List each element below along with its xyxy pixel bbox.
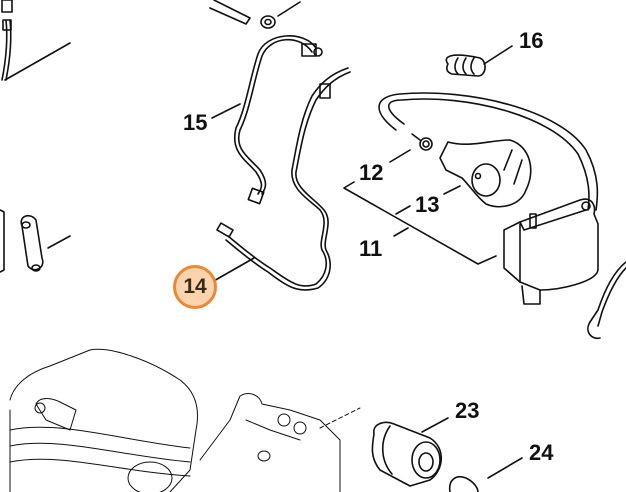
engine-block: [9, 348, 361, 492]
callout-23[interactable]: 23: [452, 398, 483, 424]
wire-stub-topleft: [1, 0, 71, 81]
part-13-cover: [439, 139, 532, 208]
part-24-plug: [448, 457, 523, 492]
callout-14-highlighted[interactable]: 14: [173, 265, 217, 309]
screw-top: [209, 0, 301, 29]
callout-11[interactable]: 11: [356, 236, 386, 262]
part-right-edge: [587, 261, 626, 340]
part-16-spring-clip: [445, 45, 513, 77]
callout-12[interactable]: 12: [356, 160, 387, 186]
bracket-left: [0, 209, 71, 273]
callout-13[interactable]: 13: [412, 192, 443, 218]
part-12-spring: [389, 133, 433, 163]
part-11-ignition-module: [343, 181, 599, 305]
callout-15[interactable]: 15: [180, 110, 211, 136]
callout-16[interactable]: 16: [516, 28, 547, 54]
ignition-lead: [378, 92, 599, 211]
part-23-grommet: [371, 417, 449, 487]
callout-24[interactable]: 24: [526, 440, 557, 466]
leader-14: [211, 257, 255, 283]
part-15-ground-wire: [211, 35, 351, 291]
